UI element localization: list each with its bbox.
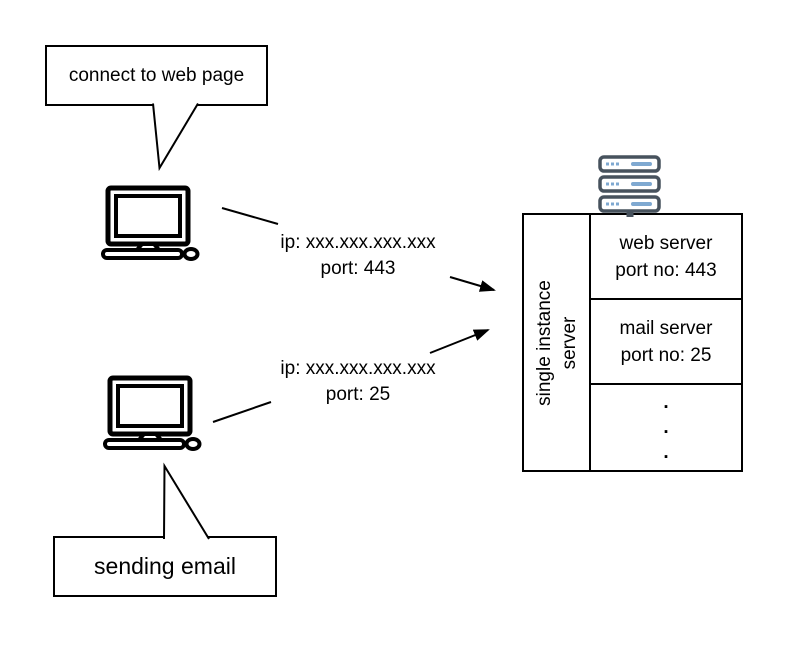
ellipsis-dot: . [663,392,669,413]
server-side-label: single instance server [532,280,582,406]
web-ip-text: ip: xxx.xxx.xxx.xxx [280,232,436,253]
mail-connection-address: ip: xxx.xxx.xxx.xxx port: 25 [258,356,458,408]
mail-server-port: port no: 25 [620,344,712,366]
mouse [182,247,200,261]
monitor-screen [116,384,184,428]
web-connection-address: ip: xxx.xxx.xxx.xxx port: 443 [258,230,458,282]
web-port-text: port: 443 [320,258,396,279]
mouse [184,437,202,451]
server-cell-web: web server port no: 443 [591,215,741,300]
rack-unit [598,175,661,193]
web-server-port: port no: 443 [615,259,717,281]
mail-port-text: port: 25 [325,384,391,405]
keyboard [103,438,186,450]
ellipsis-dot: . [663,442,669,463]
speech-bubble-mail-label: sending email [94,553,236,579]
desktop-computer-web-icon [101,185,200,261]
speech-bubble-web-label: connect to web page [68,64,245,86]
server-side-panel: single instance server [524,215,591,470]
speech-bubble-web-tail [152,102,199,172]
speech-bubble-mail: sending email [53,536,277,597]
mail-ip-text: ip: xxx.xxx.xxx.xxx [280,358,436,379]
monitor-screen [114,194,182,238]
speech-bubble-web: connect to web page [45,45,268,106]
server-cell-ellipsis: . . . [591,385,741,470]
mail-to-server-arrow [429,329,490,354]
server-side-label-line2: server [558,316,580,369]
server-box: single instance server web server port n… [522,213,743,472]
speech-bubble-mail-tail [163,462,210,540]
web-computer-connector-line [221,207,279,225]
mail-server-title: mail server [619,317,713,339]
keyboard [101,248,184,260]
rack-unit [598,155,661,173]
server-rack-icon [598,155,661,217]
server-cell-mail: mail server port no: 25 [591,300,741,385]
server-side-label-line1: single instance [533,279,555,406]
ellipsis-dot: . [663,417,669,438]
server-cells: web server port no: 443 mail server port… [591,215,741,470]
rack-unit [598,195,661,213]
desktop-computer-mail-icon [103,375,202,451]
web-server-title: web server [619,232,713,254]
